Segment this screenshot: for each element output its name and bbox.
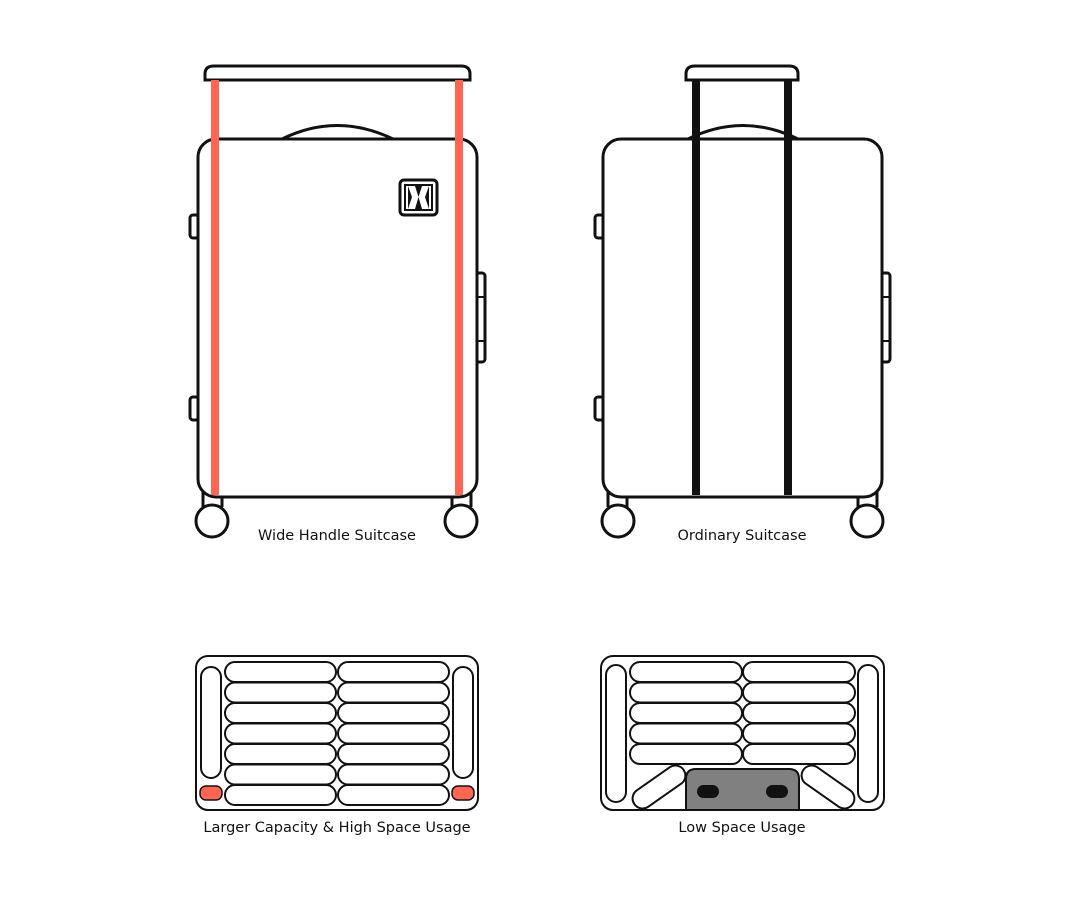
- packed-clothing-roll: [742, 722, 856, 745]
- angled-compartment: [631, 764, 687, 810]
- packed-clothing-roll: [742, 702, 856, 724]
- suitcase-body: [196, 137, 479, 499]
- packed-clothing-roll: [629, 681, 743, 704]
- handle-housing-block: [685, 768, 800, 811]
- wheel: [443, 503, 479, 539]
- wide-handle-suitcase: Wide Handle Suitcase: [188, 64, 487, 544]
- handle-grip: [684, 64, 800, 82]
- label-wide-handle-suitcase: Wide Handle Suitcase: [258, 528, 416, 544]
- packed-clothing-roll: [629, 743, 743, 765]
- angled-compartment: [800, 764, 856, 810]
- wide-handle-interior: Larger Capacity & High Space Usage: [195, 655, 479, 836]
- packed-clothing-roll: [337, 784, 450, 806]
- ordinary-interior: Low Space Usage: [600, 655, 885, 836]
- label-low-space: Low Space Usage: [678, 820, 805, 836]
- packed-clothing-roll: [224, 702, 337, 724]
- handle-bar-right: [784, 80, 792, 495]
- packed-clothing-roll: [224, 763, 337, 786]
- packed-clothing-roll: [742, 681, 856, 704]
- wheel: [849, 503, 885, 539]
- handle-post: [766, 785, 788, 798]
- packed-clothing-roll: [224, 784, 337, 806]
- brand-logo-icon: [398, 178, 439, 217]
- label-large-capacity: Larger Capacity & High Space Usage: [203, 820, 470, 836]
- ordinary-suitcase: Ordinary Suitcase: [593, 64, 892, 544]
- packed-clothing-roll: [629, 702, 743, 724]
- side-compartment: [452, 666, 474, 779]
- side-compartment: [605, 664, 627, 803]
- wide-handle-bar-right: [455, 80, 463, 495]
- packed-clothing-roll: [224, 722, 337, 745]
- packed-clothing-roll: [224, 661, 337, 683]
- packed-clothing-roll: [337, 743, 450, 765]
- handle-bar-left: [692, 80, 700, 495]
- packed-clothing-roll: [742, 661, 856, 683]
- packed-clothing-roll: [224, 743, 337, 765]
- packed-clothing-roll: [337, 763, 450, 786]
- side-compartment: [857, 664, 879, 803]
- top-carry-handle: [687, 124, 799, 141]
- handle-post: [697, 785, 719, 798]
- packed-clothing-roll: [337, 702, 450, 724]
- wheel: [194, 503, 230, 539]
- wide-handle-slot-left: [199, 785, 223, 801]
- packed-clothing-roll: [337, 661, 450, 683]
- suitcase-body: [601, 137, 884, 499]
- label-ordinary-suitcase: Ordinary Suitcase: [677, 528, 806, 544]
- top-carry-handle: [281, 124, 394, 141]
- wheel: [600, 503, 636, 539]
- side-compartment: [200, 666, 222, 779]
- packed-clothing-roll: [224, 681, 337, 704]
- handle-grip: [203, 64, 472, 82]
- packed-clothing-roll: [337, 681, 450, 704]
- packed-clothing-roll: [629, 722, 743, 745]
- packed-clothing-roll: [629, 661, 743, 683]
- wide-handle-slot-right: [451, 785, 475, 801]
- packed-clothing-roll: [742, 743, 856, 765]
- wide-handle-bar-left: [211, 80, 219, 495]
- packed-clothing-roll: [337, 722, 450, 745]
